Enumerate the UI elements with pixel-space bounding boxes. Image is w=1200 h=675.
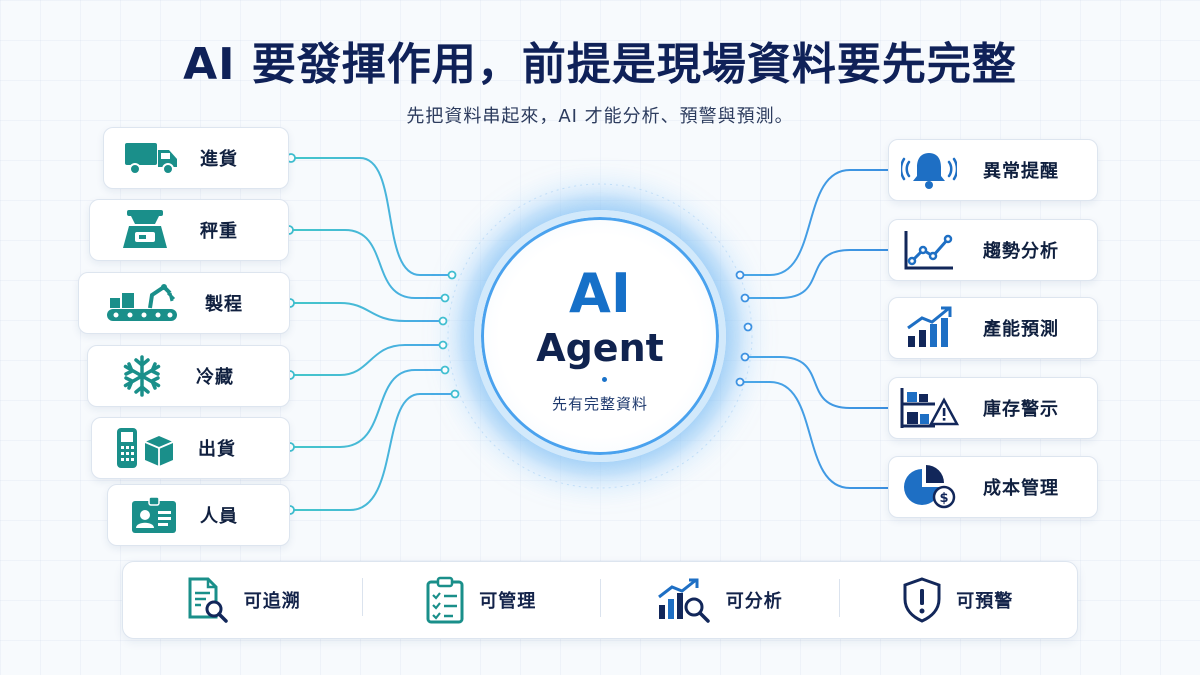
snowflake-icon xyxy=(123,355,161,397)
scale-icon xyxy=(123,210,167,248)
wire-input-1 xyxy=(291,157,452,276)
output-card-trend: 趨勢分析 xyxy=(888,219,1098,281)
bar-growth-icon xyxy=(907,306,952,347)
input-card-receiving: 進貨 xyxy=(103,127,289,189)
inventory-warning-icon xyxy=(900,388,959,428)
benefit-label-analyzable: 可分析 xyxy=(725,591,783,612)
input-label-personnel: 人員 xyxy=(200,506,238,527)
output-card-cost: $ 成本管理 xyxy=(888,456,1098,518)
page-subtitle: 先把資料串起來，AI 才能分析、預警與預測。 xyxy=(406,106,794,127)
output-label-inventory: 庫存警示 xyxy=(983,399,1059,420)
benefit-traceable: 可追溯 xyxy=(123,577,362,623)
input-card-personnel: 人員 xyxy=(107,484,290,546)
scanner-box-icon xyxy=(117,428,174,468)
output-card-inventory: 庫存警示 xyxy=(888,377,1098,439)
id-badge-icon xyxy=(132,496,176,533)
clipboard-checklist-icon xyxy=(426,576,464,624)
input-label-refrigeration: 冷藏 xyxy=(196,367,234,388)
truck-icon xyxy=(125,143,177,175)
document-search-icon xyxy=(188,577,228,623)
line-trend-icon xyxy=(904,231,953,270)
output-card-capacity: 產能預測 xyxy=(888,297,1098,359)
benefit-label-alertable: 可預警 xyxy=(956,591,1014,612)
benefit-label-traceable: 可追溯 xyxy=(243,591,301,612)
output-label-cost: 成本管理 xyxy=(983,478,1059,499)
chart-magnifier-icon xyxy=(657,578,710,623)
robot-arm-conveyor-icon xyxy=(107,284,177,321)
benefit-analyzable: 可分析 xyxy=(600,577,839,623)
input-card-process: 製程 xyxy=(78,272,290,334)
wire-output-5 xyxy=(740,381,888,489)
hub-dot xyxy=(602,377,607,382)
output-label-trend: 趨勢分析 xyxy=(983,241,1059,262)
output-label-anomaly: 異常提醒 xyxy=(983,161,1059,182)
input-wires xyxy=(289,157,455,511)
wire-output-1 xyxy=(740,169,888,276)
input-label-shipping: 出貨 xyxy=(198,439,236,460)
wire-output-2 xyxy=(745,249,888,299)
wire-input-4 xyxy=(290,344,443,376)
output-wires xyxy=(740,169,888,489)
bell-alert-icon xyxy=(901,153,957,189)
benefit-alertable: 可預警 xyxy=(838,577,1078,623)
ai-agent-hub: AI Agent 先有完整資料 xyxy=(474,210,726,462)
benefit-label-manageable: 可管理 xyxy=(479,591,537,612)
wire-input-6 xyxy=(290,393,455,511)
input-card-shipping: 出貨 xyxy=(91,417,290,479)
wire-input-2 xyxy=(289,229,445,299)
input-label-weighing: 秤重 xyxy=(200,221,238,242)
input-card-refrigeration: 冷藏 xyxy=(87,345,290,407)
wire-input-3 xyxy=(290,302,443,322)
output-card-anomaly: 異常提醒 xyxy=(888,139,1098,201)
page-title: AI 要發揮作用，前提是現場資料要先完整 xyxy=(183,39,1017,90)
shield-alert-icon xyxy=(903,577,941,623)
hub-title-agent: Agent xyxy=(536,326,664,370)
hub-caption: 先有完整資料 xyxy=(551,395,648,413)
pie-cost-icon: $ xyxy=(904,465,956,509)
svg-text:$: $ xyxy=(939,491,948,506)
benefit-manageable: 可管理 xyxy=(361,576,601,624)
benefits-bar: 可追溯 可管理 可分析 可預警 xyxy=(122,561,1078,639)
wire-input-5 xyxy=(290,369,445,448)
input-label-process: 製程 xyxy=(205,294,243,315)
hub-title-ai: AI xyxy=(569,262,631,325)
output-wire-nodes xyxy=(735,270,753,387)
wire-output-4 xyxy=(745,356,888,409)
input-label-receiving: 進貨 xyxy=(200,149,238,170)
output-label-capacity: 產能預測 xyxy=(983,319,1059,340)
input-card-weighing: 秤重 xyxy=(89,199,289,261)
